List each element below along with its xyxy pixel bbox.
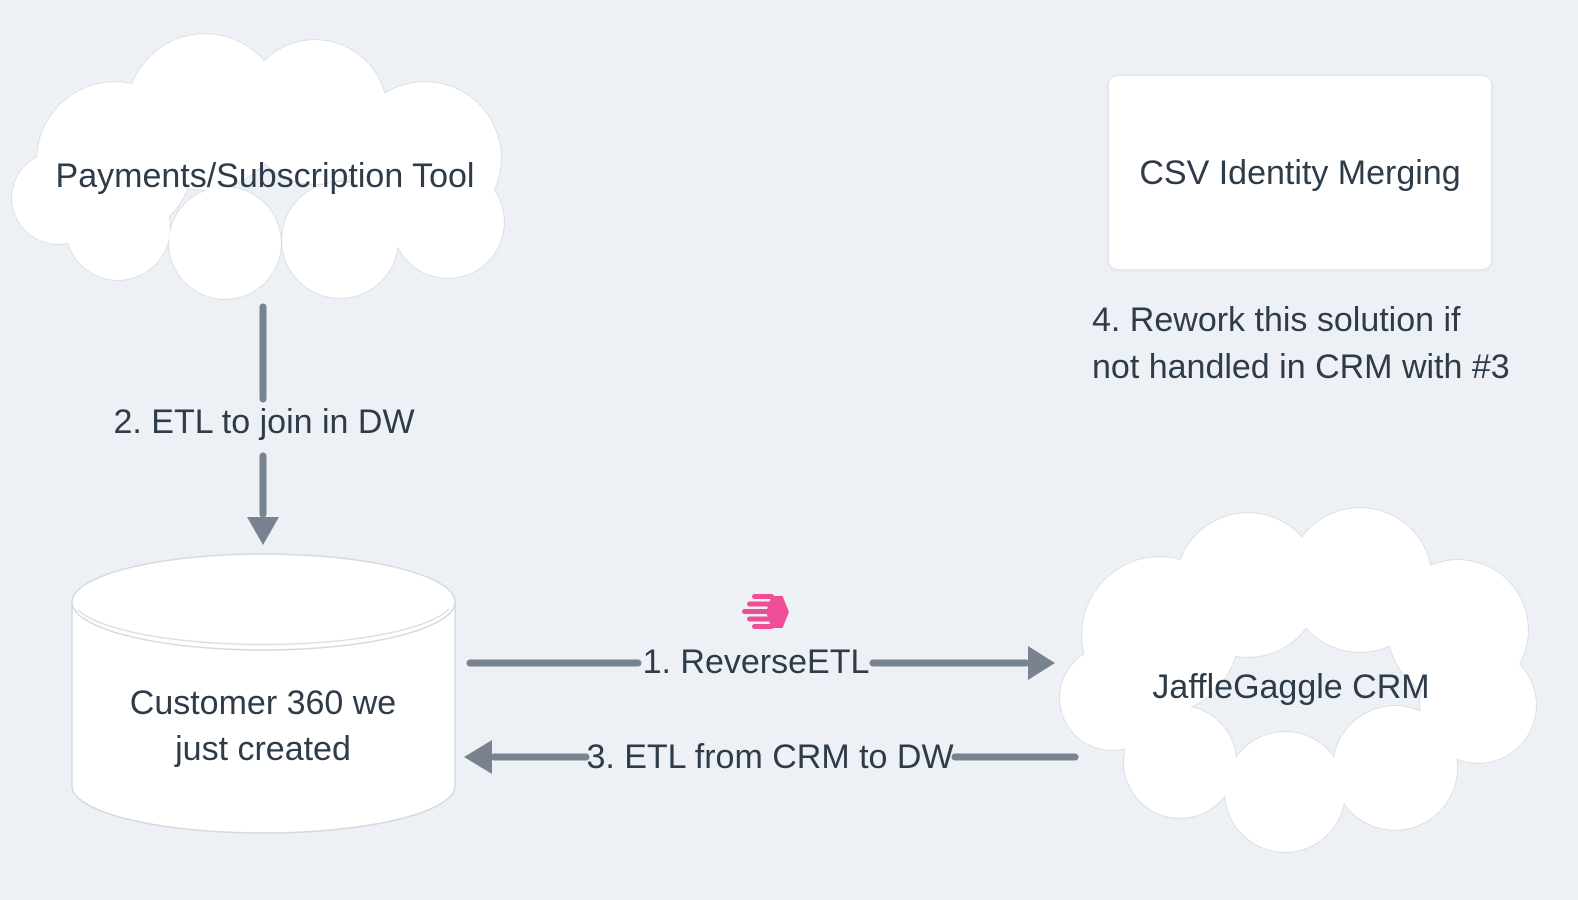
warehouse-cylinder-label: Customer 360 we just created (130, 680, 396, 772)
crm-cloud-shape (1059, 507, 1537, 853)
payments-cloud-shape (11, 33, 505, 300)
edge-etl-from-crm-label: 3. ETL from CRM to DW (586, 738, 954, 776)
hightouch-logo-icon (742, 594, 789, 629)
edge-reverse-etl-label: 1. ReverseETL (642, 643, 870, 681)
csv-identity-merging-card: CSV Identity Merging (1108, 75, 1492, 270)
edge-etl-join-arrow (247, 303, 279, 545)
warehouse-cylinder-shape (71, 553, 456, 834)
rework-note: 4. Rework this solution if not handled i… (1092, 297, 1510, 391)
cylinder-rim-shadow (77, 608, 450, 646)
csv-card-label: CSV Identity Merging (1139, 153, 1461, 192)
edge-reverse-etl-arrow (466, 646, 1055, 680)
warehouse-cylinder-label-line1: Customer 360 we (129, 684, 397, 722)
crm-cloud-label: JaffleGaggle CRM (1152, 668, 1430, 706)
edge-etl-from-crm-arrow (464, 740, 1079, 774)
edge-etl-join-label: 2. ETL to join in DW (113, 403, 415, 441)
rework-note-line1: 4. Rework this solution if (1092, 301, 1461, 339)
rework-note-line2: not handled in CRM with #3 (1092, 348, 1510, 386)
payments-cloud-label: Payments/Subscription Tool (55, 157, 475, 195)
warehouse-cylinder-label-line2: just created (175, 730, 351, 768)
